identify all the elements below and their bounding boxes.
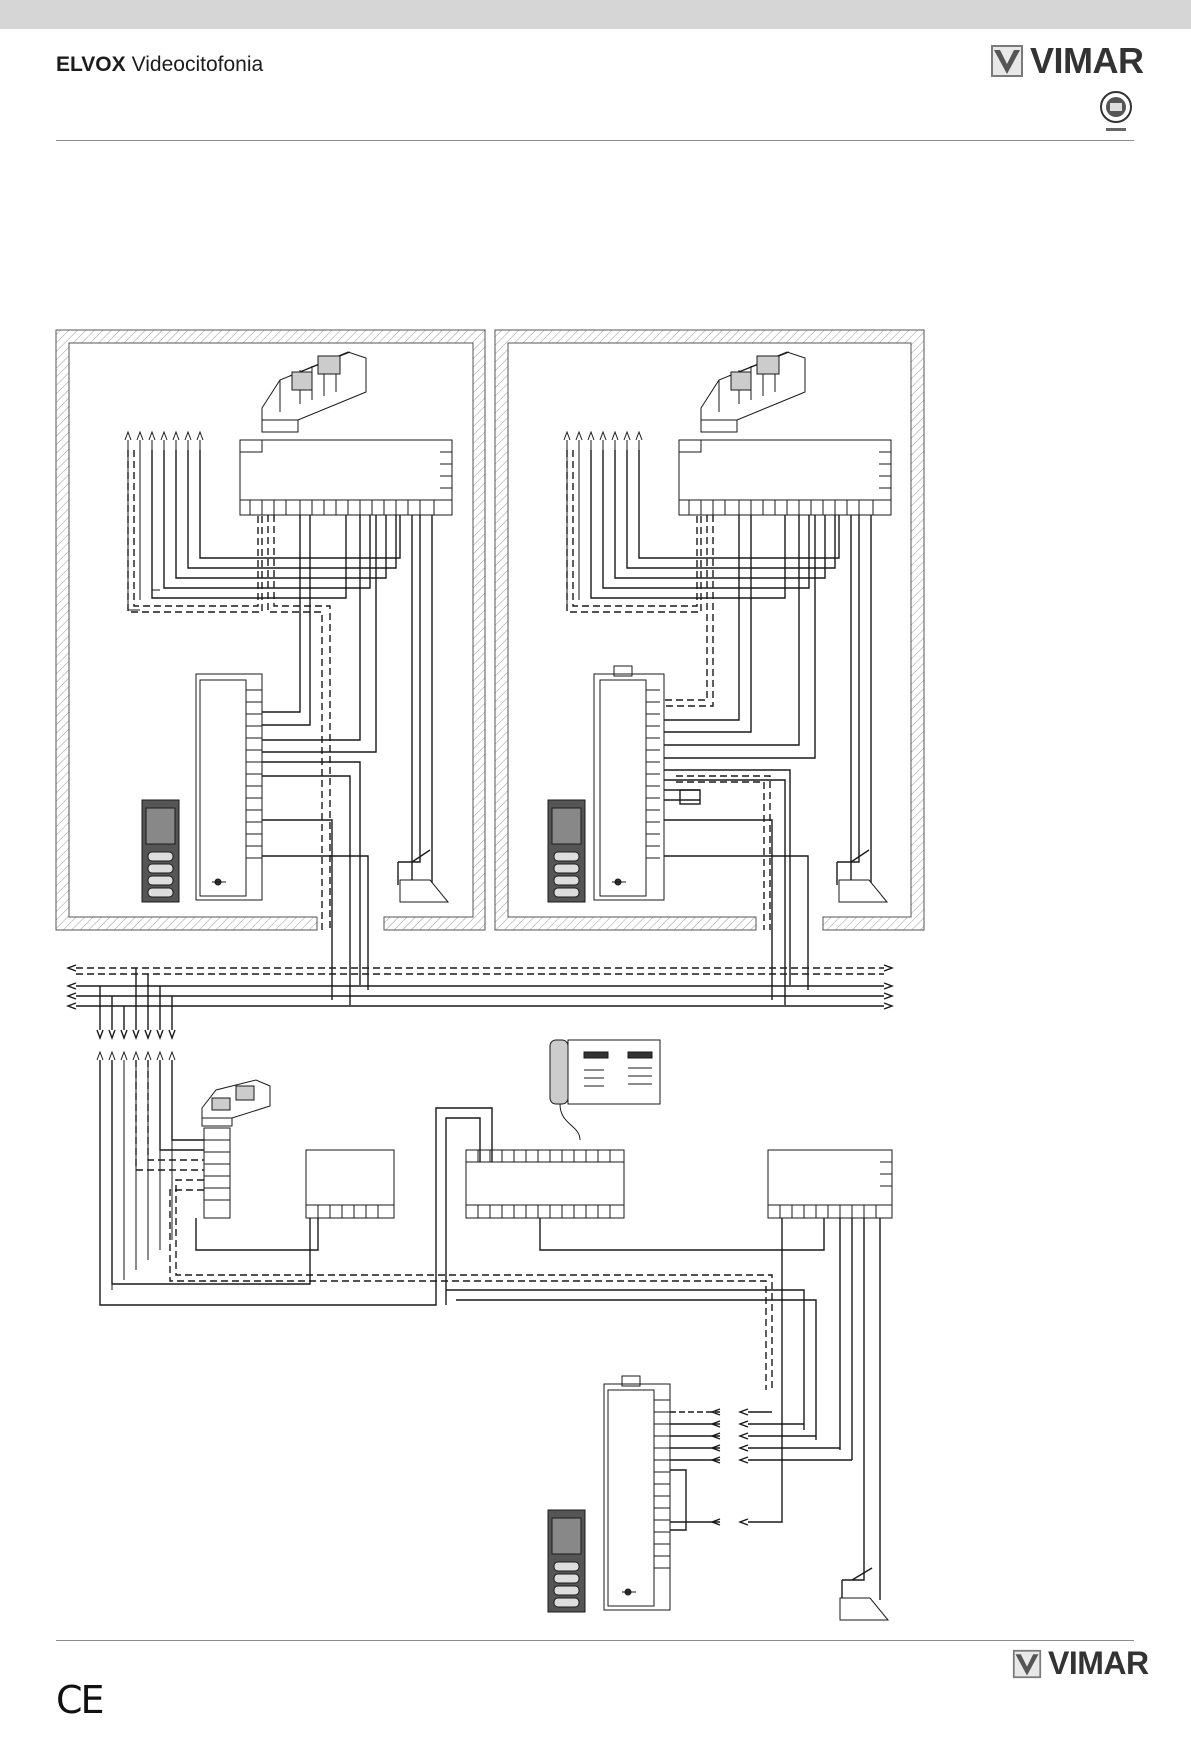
indoor-monitor-right: [594, 666, 664, 900]
power-supply-left: [262, 352, 366, 432]
terminal-strip-lower: [204, 1128, 230, 1218]
door-lock-left: [400, 880, 448, 902]
door-lock-right: [839, 880, 887, 902]
horizontal-bus: [68, 965, 892, 1038]
lower-riser-arrows: [97, 1052, 175, 1300]
indoor-monitor-lower: [604, 1376, 670, 1610]
power-supply-right: [701, 352, 805, 432]
concierge-station: [550, 1040, 660, 1140]
outdoor-panel-left: [142, 800, 179, 902]
switchboard: [466, 1150, 624, 1218]
indoor-monitor-left: [196, 674, 262, 900]
distributor-right: [679, 440, 891, 515]
module-a: [306, 1150, 394, 1218]
power-supply-lower: [202, 1080, 270, 1126]
outdoor-panel-right: [548, 800, 585, 902]
door-lock-lower: [840, 1598, 888, 1620]
module-b: [768, 1150, 892, 1218]
distributor-left: [240, 440, 452, 515]
outdoor-panel-lower: [548, 1510, 585, 1612]
wires-lower-monitor: [670, 1218, 852, 1530]
